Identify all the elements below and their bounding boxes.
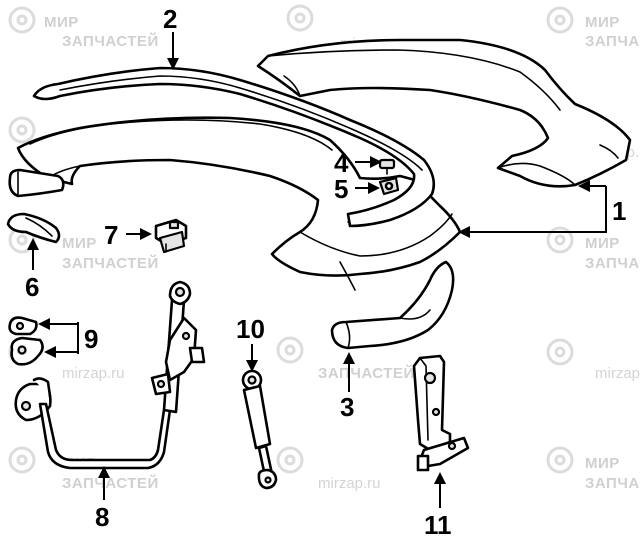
callout-2: 2 xyxy=(163,4,177,34)
watermark-logo: mirzap.ru xyxy=(276,446,381,492)
svg-text:МИР: МИР xyxy=(585,235,620,252)
part-9-bracket-upper xyxy=(8,316,38,336)
part-1-boot-cover-main xyxy=(8,116,462,291)
svg-text:МИР: МИР xyxy=(62,235,97,252)
callout-3: 3 xyxy=(340,392,354,422)
callout-11: 11 xyxy=(424,510,452,540)
svg-text:ЗАПЧАСТЕЙ: ЗАПЧАСТЕЙ xyxy=(318,364,415,382)
part-3-corner-cap xyxy=(330,260,455,350)
callout-9: 9 xyxy=(84,324,98,354)
watermark-logo: МИР ЗАПЧАСТЕЙ xyxy=(546,6,640,50)
callout-5: 5 xyxy=(334,174,348,204)
part-8-linkage xyxy=(14,280,206,470)
svg-text:mirzap.ru: mirzap.ru xyxy=(62,365,125,382)
watermark-logo: ЗАПЧАСТЕЙ xyxy=(276,336,415,382)
part-1-boot-cover-right xyxy=(256,38,632,188)
callout-10: 10 xyxy=(236,314,265,344)
part-11-hinge-bracket xyxy=(412,354,470,472)
svg-text:mirzap.ru: mirzap.ru xyxy=(318,475,381,492)
svg-text:ЗАПЧАСТЕЙ: ЗАПЧАСТЕЙ xyxy=(62,32,159,50)
callout-8: 8 xyxy=(95,502,109,532)
callout-1: 1 xyxy=(612,196,626,226)
svg-text:ЗАПЧАСТЕЙ: ЗАПЧАСТЕЙ xyxy=(62,254,159,272)
watermark-logo: МИР ЗАПЧАСТЕЙ xyxy=(546,446,640,492)
svg-text:mirzap.ru: mirzap.ru xyxy=(595,365,640,382)
svg-text:ЗАПЧАСТЕЙ: ЗАПЧАСТЕЙ xyxy=(62,474,159,492)
callout-labels: 2 1 4 5 7 6 9 10 3 8 11 xyxy=(25,4,626,540)
part-9-bracket-lower xyxy=(10,336,44,366)
leader-lines xyxy=(27,32,607,508)
svg-text:МИР: МИР xyxy=(585,14,620,31)
callout-4: 4 xyxy=(334,148,349,178)
part-4-screw xyxy=(378,158,396,175)
callout-6: 6 xyxy=(25,272,39,302)
part-10-gas-strut xyxy=(241,369,278,490)
svg-text:МИР: МИР xyxy=(44,14,79,31)
watermark-logo: mirzap.ru xyxy=(546,338,640,382)
svg-text:ЗАПЧАСТЕЙ: ЗАПЧАСТЕЙ xyxy=(585,474,640,492)
part-6-end-cap xyxy=(6,212,61,244)
callout-7: 7 xyxy=(104,220,118,250)
watermark-logo: МИР ЗАПЧАСТЕЙ xyxy=(8,6,159,50)
svg-text:МИР: МИР xyxy=(585,455,620,472)
watermark-logo: МИР ЗАПЧАСТЕЙ xyxy=(546,226,640,272)
part-7-retainer-clip xyxy=(154,218,188,254)
part-5-clip xyxy=(378,176,400,196)
part-2-trim-strip xyxy=(32,66,436,228)
watermark-logo: МИР ЗАПЧАСТЕЙ xyxy=(8,226,159,272)
svg-text:ЗАПЧАСТЕЙ: ЗАПЧАСТЕЙ xyxy=(585,254,640,272)
svg-text:ЗАПЧАСТЕЙ: ЗАПЧАСТЕЙ xyxy=(585,32,640,50)
watermark-logo: МИР ЗАПЧАСТЕЙ xyxy=(8,446,159,492)
